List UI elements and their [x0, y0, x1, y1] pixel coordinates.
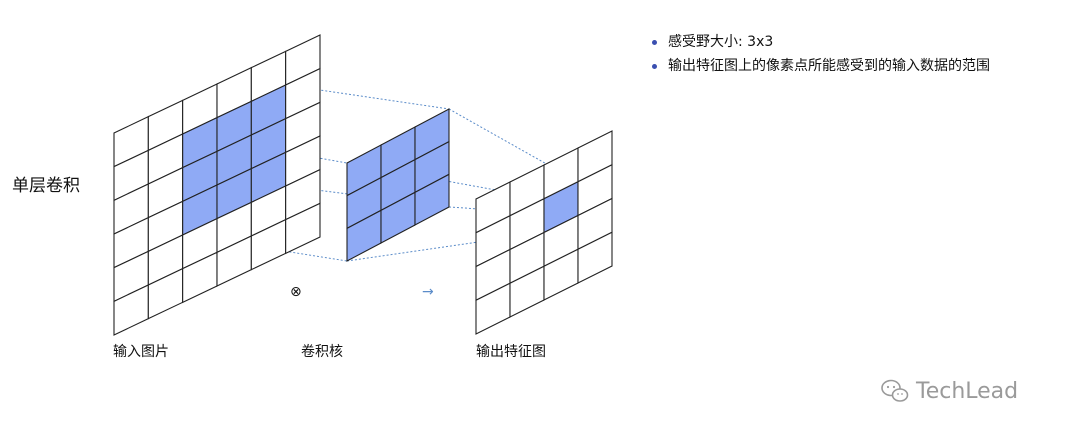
wechat-icon: [881, 379, 909, 402]
output-feature-map-label: 输出特征图: [476, 344, 546, 360]
output-cell: [577, 231, 613, 284]
bullet-text: 感受野大小: 3x3: [668, 34, 774, 50]
arrow-right-icon: →: [422, 284, 434, 300]
bullet-text: 输出特征图上的像素点所能感受到的输入数据的范围: [668, 58, 990, 74]
single-layer-conv-label: 单层卷积: [12, 176, 80, 196]
bullet-list: 感受野大小: 3x3 输出特征图上的像素点所能感受到的输入数据的范围: [652, 30, 990, 78]
list-item: 感受野大小: 3x3: [652, 30, 990, 54]
convolve-operator-icon: ⊗: [290, 284, 302, 300]
kernel-label: 卷积核: [301, 344, 343, 360]
watermark-text: TechLead: [916, 378, 1019, 404]
input-cell: [285, 202, 321, 255]
output-feature-map-grid: [475, 130, 613, 335]
kernel-grid: [346, 108, 450, 262]
list-item: 输出特征图上的像素点所能感受到的输入数据的范围: [652, 54, 990, 78]
bullet-dot-icon: [652, 63, 657, 69]
input-image-label: 输入图片: [113, 344, 169, 360]
watermark: TechLead: [880, 378, 1018, 404]
kernel-highlight-cell: [414, 173, 450, 226]
connector-line: [285, 84, 450, 110]
connector-line: [448, 108, 579, 183]
input-image-grid: [113, 34, 321, 336]
bullet-dot-icon: [652, 39, 657, 45]
